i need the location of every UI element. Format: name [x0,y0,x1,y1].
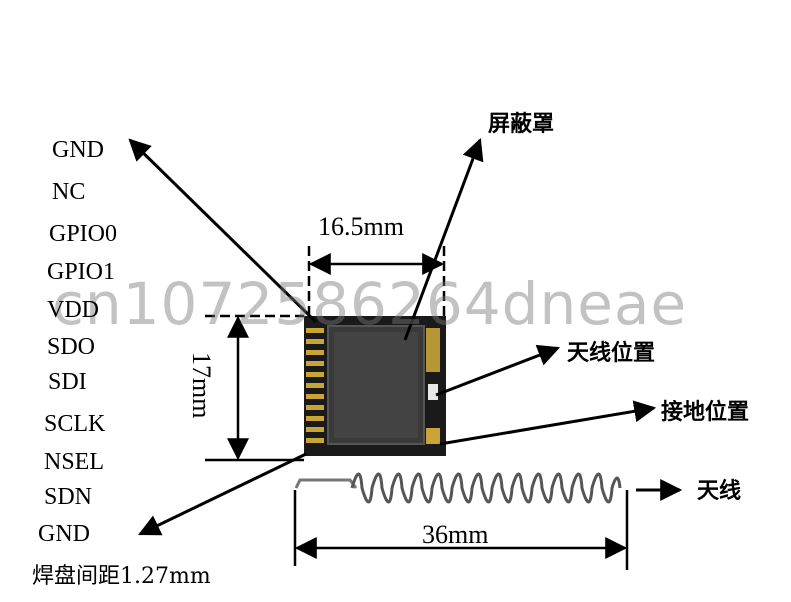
pin-label-sdo: SDO [47,334,96,360]
arrow-to-gnd-bottom [138,452,307,536]
arrow-to-shield [403,137,484,341]
antenna-length-dimension [293,490,629,570]
watermark-text: cn1072586264dneae [52,270,688,338]
pin-label-vdd: VDD [47,297,99,323]
height-dimension [205,314,304,462]
leader-arrows [128,137,683,536]
rf-module [304,316,446,456]
ground-pad [426,428,440,444]
pin-label-sdn: SDN [44,484,93,510]
label-antenna: 天线 [697,479,742,504]
pin-label-sclk: SCLK [44,411,106,437]
label-ground-position: 接地位置 [661,400,750,425]
dimension-antenna-text: 36mm [422,520,489,549]
label-antenna-position: 天线位置 [567,341,656,366]
pin-label-sdi: SDI [48,369,87,395]
antenna-spring [294,472,622,504]
pin-label-gpio1: GPIO1 [47,259,116,285]
pin-pads [306,328,324,443]
pin-label-nc: NC [52,179,86,205]
dimension-height-text: 17mm [187,352,216,419]
arrow-to-antenna-position [435,344,561,397]
label-pad-pitch: 焊盘间距1.27mm [32,564,211,589]
label-shield: 屏蔽罩 [488,112,555,137]
width-dimension [307,246,446,316]
pin-label-gnd-bottom: GND [38,521,90,547]
dimension-width-text: 16.5mm [318,212,404,241]
arrow-to-ground-position [439,400,657,446]
pin-label-gpio0: GPIO0 [49,221,118,247]
pin-label-gnd-top: GND [52,137,104,163]
smd-component [428,384,438,400]
arrow-to-gnd-top [128,138,318,324]
antenna-pad-area [426,328,440,372]
pin-label-nsel: NSEL [44,449,104,475]
